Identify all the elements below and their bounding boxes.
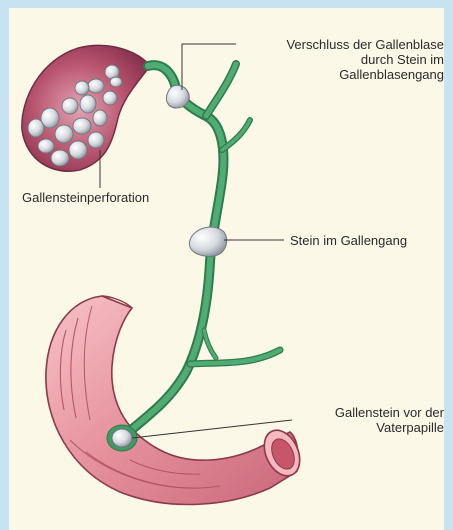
label-papilla-stone: Gallenstein vor der Vaterpapille [294, 405, 444, 435]
common-bile-duct-stone [189, 227, 226, 256]
label-gallstone-perforation: Gallensteinperforation [22, 190, 149, 205]
duodenum [46, 296, 307, 504]
cystic-duct-stone [166, 85, 189, 108]
label-cystic-duct-occlusion: Verschluss der Gallenblase durch Stein i… [226, 37, 444, 82]
label-common-bile-duct-stone: Stein im Gallengang [290, 233, 407, 248]
